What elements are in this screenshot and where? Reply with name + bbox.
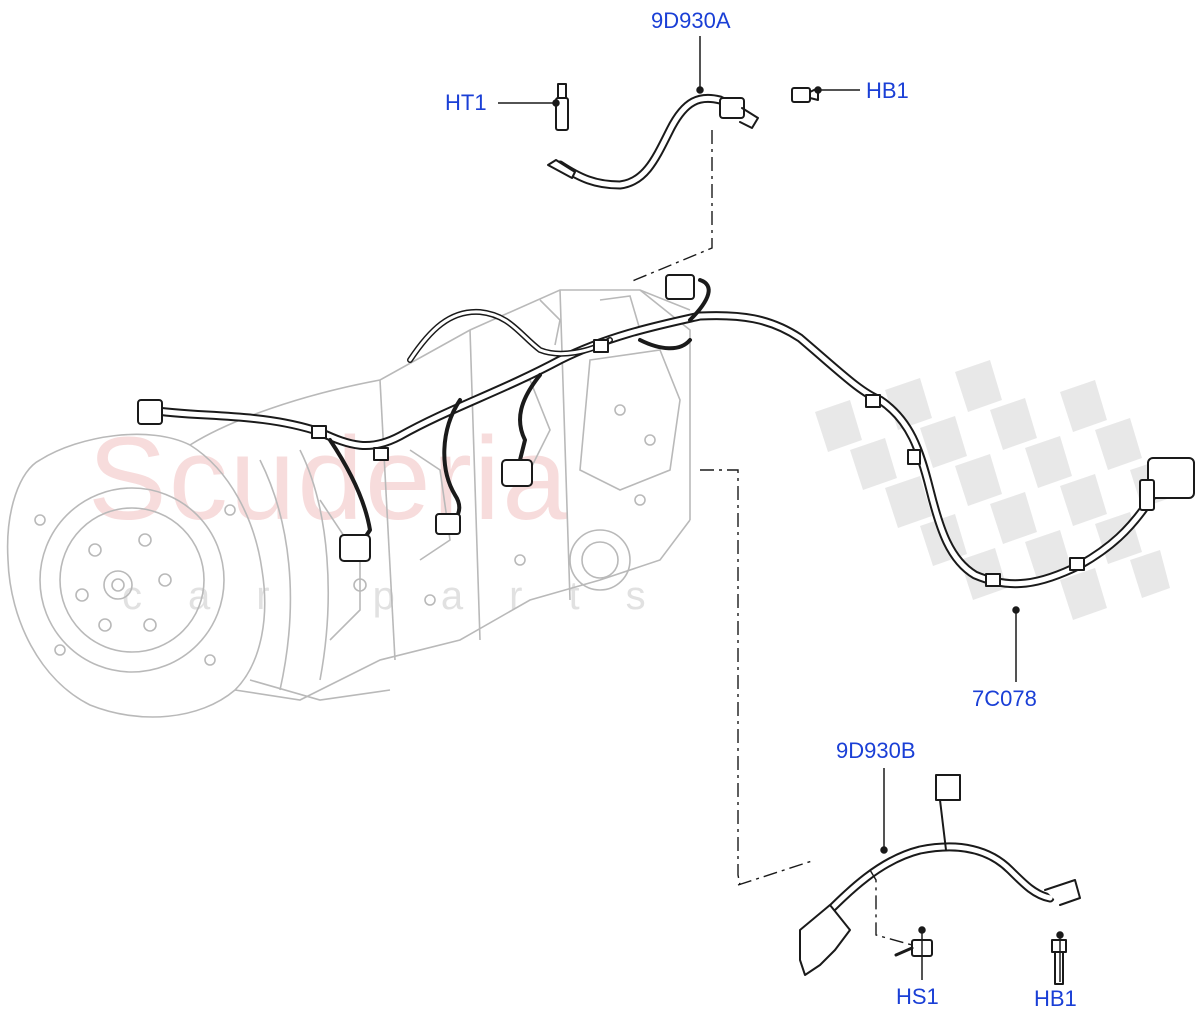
callout-stud-hs1[interactable]: HS1 [896,984,939,1009]
harness-9d930a [547,83,819,190]
reference-lines [629,130,913,946]
leader-lines [498,36,1064,982]
callout-bolt-hb1-bottom[interactable]: HB1 [1034,986,1077,1011]
harness-9d930b [799,774,1081,985]
callout-sensor-ht1[interactable]: HT1 [445,90,487,115]
callout-harness-9d930a[interactable]: 9D930A [651,8,731,33]
callout-main-harness-7c078[interactable]: 7C078 [972,686,1037,711]
watermark-tagline: car parts [122,574,692,618]
callout-bolt-hb1-top[interactable]: HB1 [866,78,909,103]
transmission-outline [6,289,691,718]
callout-harness-9d930b[interactable]: 9D930B [836,738,916,763]
main-wiring-harness [137,274,1195,589]
